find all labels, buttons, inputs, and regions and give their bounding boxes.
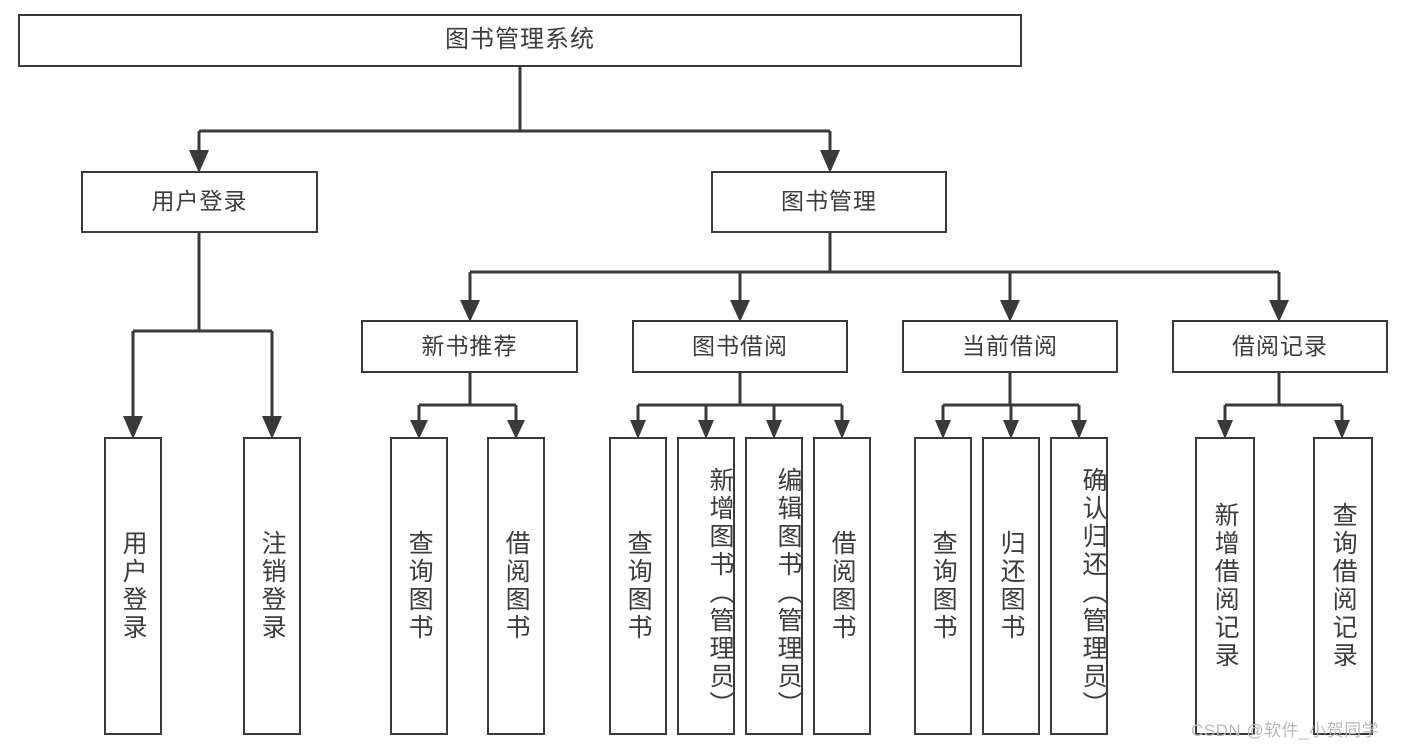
node-label: 图书管理 (781, 188, 877, 215)
node-label: 借阅图书 (828, 530, 857, 642)
leaf-book-borrow-borrow-book[interactable]: 借阅图书 (813, 437, 871, 735)
node-label: 图书管理系统 (445, 26, 595, 54)
leaf-user-login-logout[interactable]: 注销登录 (243, 437, 301, 735)
node-label: 归还图书 (997, 530, 1026, 642)
node-book-management[interactable]: 图书管理 (711, 171, 947, 233)
arrowheads (123, 150, 1350, 439)
node-label: 新书推荐 (421, 332, 518, 359)
node-label: 借阅图书 (502, 530, 531, 642)
node-label: 当前借阅 (962, 332, 1058, 359)
node-book-borrow[interactable]: 图书借阅 (632, 320, 848, 373)
leaf-borrow-record-add-record[interactable]: 新增借阅记录 (1195, 437, 1255, 735)
node-label: 用户登录 (151, 188, 248, 215)
node-label: 查询图书 (624, 530, 653, 642)
node-book-management-system[interactable]: 图书管理系统 (18, 14, 1022, 67)
node-user-login[interactable]: 用户登录 (81, 171, 318, 233)
node-new-book-recommend[interactable]: 新书推荐 (361, 320, 578, 373)
node-label: 查询图书 (405, 530, 434, 642)
node-current-borrow[interactable]: 当前借阅 (902, 320, 1118, 373)
node-label: 新增图书（管理员） (706, 467, 734, 719)
leaf-book-borrow-edit-book[interactable]: 编辑图书（管理员） (745, 437, 803, 735)
leaf-user-login-login[interactable]: 用户登录 (104, 437, 162, 735)
leaf-new-book-borrow-book[interactable]: 借阅图书 (487, 437, 545, 735)
node-label: 借阅记录 (1232, 332, 1328, 359)
node-label: 图书借阅 (692, 332, 788, 359)
leaf-current-borrow-return-book[interactable]: 归还图书 (982, 437, 1040, 735)
leaf-borrow-record-query-record[interactable]: 查询借阅记录 (1313, 437, 1373, 735)
leaf-book-borrow-query-book[interactable]: 查询图书 (609, 437, 667, 735)
leaf-book-borrow-add-book[interactable]: 新增图书（管理员） (677, 437, 735, 735)
node-label: 查询借阅记录 (1329, 502, 1358, 670)
leaf-current-borrow-confirm-return[interactable]: 确认归还（管理员） (1050, 437, 1108, 735)
node-borrow-record[interactable]: 借阅记录 (1172, 320, 1388, 373)
node-label: 查询图书 (929, 530, 958, 642)
node-label: 注销登录 (258, 530, 287, 642)
leaf-current-borrow-query-book[interactable]: 查询图书 (914, 437, 972, 735)
node-label: 编辑图书（管理员） (774, 467, 802, 719)
node-label: 确认归还（管理员） (1079, 467, 1107, 719)
node-label: 新增借阅记录 (1211, 502, 1240, 670)
node-label: 用户登录 (119, 530, 148, 642)
leaf-new-book-query-book[interactable]: 查询图书 (390, 437, 448, 735)
